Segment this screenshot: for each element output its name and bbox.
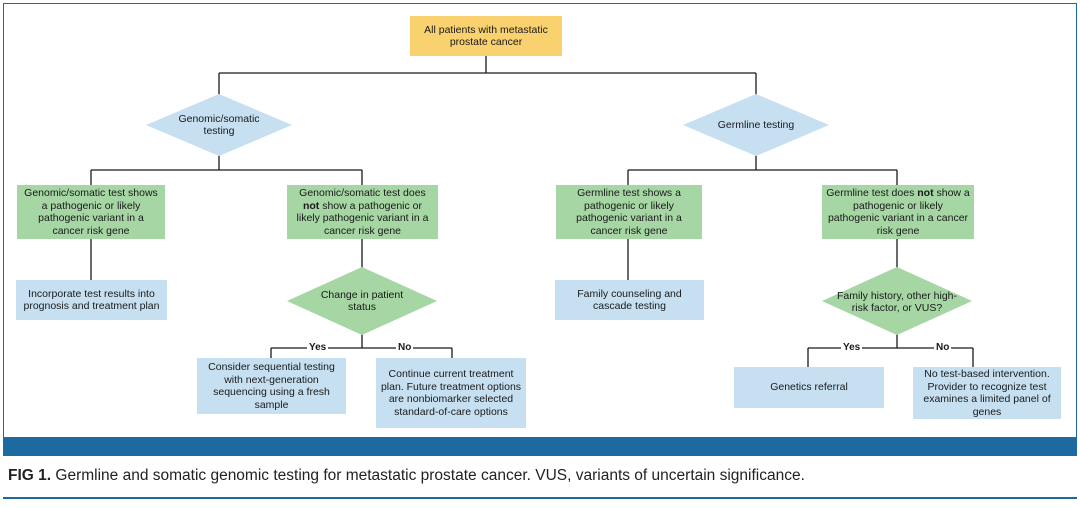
decision-diamond-germline bbox=[683, 94, 829, 156]
root-label: All patients with metastatic prostate ca… bbox=[424, 23, 548, 49]
germline-negative-box: Germline test does not show a pathogenic… bbox=[822, 185, 974, 239]
right-no-label: No bbox=[934, 342, 952, 353]
family-counseling-box: Family counseling and cascade testing bbox=[555, 280, 704, 320]
root-box: All patients with metastatic prostate ca… bbox=[410, 16, 562, 56]
left-no-label: No bbox=[396, 342, 414, 353]
genomic-negative-post: show a pathogenic or likely pathogenic v… bbox=[296, 199, 429, 237]
genomic-negative-box: Genomic/somatic test does not show a pat… bbox=[287, 185, 438, 239]
genomic-positive-box: Genomic/somatic test shows a pathogenic … bbox=[17, 185, 165, 239]
germline-positive-label: Germline test shows a pathogenic or like… bbox=[576, 187, 682, 237]
flowchart-canvas bbox=[90, 56, 974, 367]
caption-text: Germline and somatic genomic testing for… bbox=[55, 467, 805, 484]
family-counseling-label: Family counseling and cascade testing bbox=[577, 287, 682, 313]
left-yes-label: Yes bbox=[307, 342, 329, 353]
no-intervention-box: No test-based intervention. Provider to … bbox=[913, 367, 1061, 419]
incorporate-results-label: Incorporate test results into prognosis … bbox=[23, 287, 160, 313]
germline-negative-emphasis: not bbox=[917, 187, 934, 199]
change-status-label: Change in patient status bbox=[320, 288, 404, 314]
sequential-testing-box: Consider sequential testing with next-ge… bbox=[197, 358, 346, 414]
figure-frame bbox=[3, 3, 1077, 456]
connector-lines bbox=[90, 56, 974, 367]
caption-rule bbox=[3, 497, 1077, 499]
figure-bottom-bar bbox=[3, 437, 1077, 455]
continue-treatment-label: Continue current treatment plan. Future … bbox=[380, 368, 522, 418]
continue-treatment-box: Continue current treatment plan. Future … bbox=[376, 358, 526, 428]
decision-diamond-change-status bbox=[287, 267, 437, 335]
germline-testing-label: Germline testing bbox=[717, 118, 795, 131]
genetics-referral-box: Genetics referral bbox=[734, 367, 884, 408]
no-intervention-label: No test-based intervention. Provider to … bbox=[923, 368, 1051, 418]
decision-diamond-genomic bbox=[146, 94, 292, 156]
genomic-testing-label: Genomic/somatic testing bbox=[178, 112, 260, 138]
right-yes-label: Yes bbox=[841, 342, 863, 353]
genomic-negative-pre: Genomic/somatic test does bbox=[299, 187, 426, 199]
genomic-negative-emphasis: not bbox=[302, 199, 320, 212]
caption-label: FIG 1. bbox=[8, 467, 52, 484]
genomic-negative-label: Genomic/somatic test does not show a pat… bbox=[291, 187, 434, 237]
genetics-referral-label: Genetics referral bbox=[770, 381, 848, 394]
germline-positive-box: Germline test shows a pathogenic or like… bbox=[556, 185, 702, 239]
incorporate-results-box: Incorporate test results into prognosis … bbox=[16, 280, 167, 320]
decision-diamond-family-history bbox=[822, 267, 972, 335]
germline-negative-label: Germline test does not show a pathogenic… bbox=[826, 187, 970, 237]
germline-negative-pre: Germline test does bbox=[826, 187, 915, 199]
family-history-label: Family history, other high-risk factor, … bbox=[836, 289, 957, 315]
genomic-positive-label: Genomic/somatic test shows a pathogenic … bbox=[24, 187, 158, 237]
germline-negative-post: show a pathogenic or likely pathogenic v… bbox=[827, 187, 970, 237]
figure-caption: FIG 1. Germline and somatic genomic test… bbox=[8, 467, 805, 485]
sequential-testing-label: Consider sequential testing with next-ge… bbox=[208, 361, 335, 411]
